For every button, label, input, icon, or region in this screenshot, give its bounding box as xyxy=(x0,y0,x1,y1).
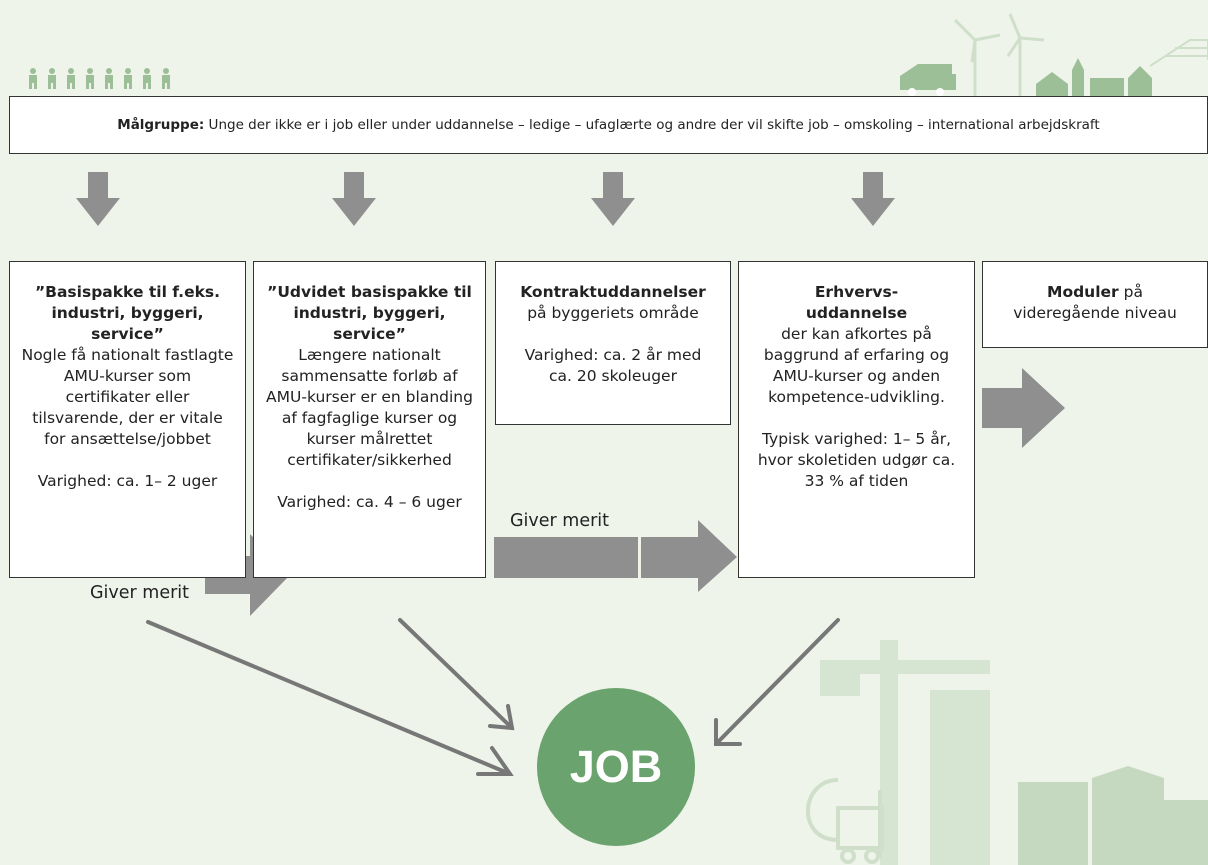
udvidet-to-job-line xyxy=(398,618,514,730)
basispakke-box: ”Basispakke til f.eks. industri, byggeri… xyxy=(9,261,246,578)
right-arrow xyxy=(982,368,1065,448)
basispakke-body: Nogle få nationalt fastlagte AMU-kurser … xyxy=(21,346,234,448)
kontraktuddannelser-box: Kontraktuddannelser på byggeriets område… xyxy=(495,261,731,425)
down-arrow xyxy=(851,172,895,226)
kontrakt-duration: Varighed: ca. 2 år med ca. 20 skoleuger xyxy=(524,346,702,385)
moduler-box: Moduler på videregående niveau xyxy=(982,261,1208,348)
target-group-box: Målgruppe: Unge der ikke er i job eller … xyxy=(9,96,1208,154)
down-arrow xyxy=(332,172,376,226)
solar-panel-icon xyxy=(1149,39,1208,67)
erhvervsuddannelse-box: Erhvervs-uddannelse der kan afkortes på … xyxy=(738,261,975,578)
arrowhead xyxy=(714,718,742,746)
erhverv-title: Erhvervs-uddannelse xyxy=(805,283,908,322)
udvidet-basispakke-box: ”Udvidet basispakke til industri, bygger… xyxy=(253,261,486,578)
erhverv-duration: Typisk varighed: 1– 5 år, hvor skoletide… xyxy=(757,430,956,490)
down-arrow xyxy=(76,172,120,226)
moduler-body: på videregående niveau xyxy=(1013,283,1177,322)
merit-label: Giver merit xyxy=(510,511,610,531)
buildings-icon xyxy=(1018,766,1208,865)
udvidet-title: ”Udvidet basispakke til industri, bygger… xyxy=(267,283,472,343)
garbage-truck-icon xyxy=(900,64,956,96)
down-arrow xyxy=(591,172,635,226)
arrowhead xyxy=(488,704,515,731)
merit-label: Giver merit xyxy=(90,583,190,603)
erhverv-to-job-line xyxy=(714,618,840,746)
merit-to-job-line xyxy=(146,620,512,776)
kontrakt-title: Kontraktuddannelser xyxy=(520,283,706,301)
right-arrow xyxy=(641,520,737,592)
target-group-text: Unge der ikke er i job eller under uddan… xyxy=(204,117,1100,133)
people-icon xyxy=(29,68,170,89)
crane-icon xyxy=(820,640,990,865)
udvidet-body: Længere nationalt sammensatte forløb af … xyxy=(266,346,473,469)
kontrakt-body: på byggeriets område xyxy=(527,304,699,322)
forklift-icon xyxy=(806,778,884,864)
arrowhead xyxy=(476,746,514,776)
houses-icon xyxy=(1036,58,1152,96)
basispakke-duration: Varighed: ca. 1– 2 uger xyxy=(37,472,218,490)
udvidet-duration: Varighed: ca. 4 – 6 uger xyxy=(277,493,462,511)
erhverv-body: der kan afkortes på baggrund af erfaring… xyxy=(763,325,950,406)
basispakke-title: ”Basispakke til f.eks. industri, byggeri… xyxy=(34,283,221,343)
target-group-label: Målgruppe: xyxy=(117,117,205,133)
moduler-title: Moduler xyxy=(1047,283,1119,301)
right-arrow xyxy=(494,537,638,578)
wind-turbine-icon xyxy=(953,13,1045,96)
job-circle: JOB xyxy=(537,688,695,846)
